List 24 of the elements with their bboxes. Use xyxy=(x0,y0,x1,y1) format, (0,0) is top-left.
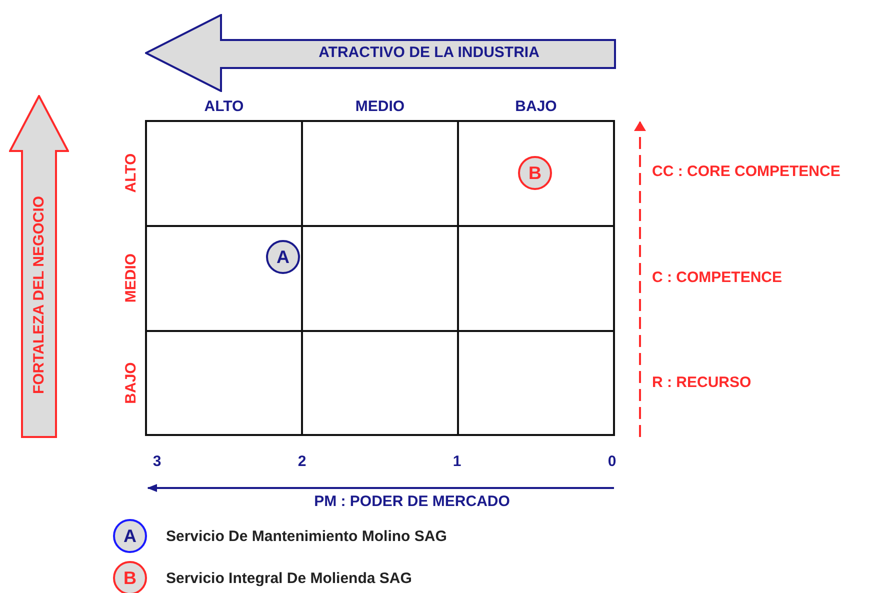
arrow-label: FORTALEZA DEL NEGOCIO xyxy=(30,195,48,394)
legend-text: Servicio De Mantenimiento Molino SAG xyxy=(166,528,447,545)
tick-label: 3 xyxy=(152,453,162,470)
marker-circle: A xyxy=(266,240,300,274)
legend-text: Servicio Integral De Molienda SAG xyxy=(166,570,412,587)
level-label: C : COMPETENCE xyxy=(652,269,782,286)
block-arrow xyxy=(9,95,69,438)
column-header: ALTO xyxy=(204,98,244,115)
axis-title: PM : PODER DE MERCADO xyxy=(314,493,510,510)
marker-circle: A xyxy=(113,519,147,553)
column-header: MEDIO xyxy=(355,98,405,115)
tick-label: 2 xyxy=(298,453,306,470)
marker-circle: B xyxy=(113,561,147,593)
column-header: BAJO xyxy=(515,98,557,115)
marker-circle: B xyxy=(518,156,552,190)
row-header: MEDIO xyxy=(122,253,140,303)
tick-label: 0 xyxy=(608,453,616,470)
level-label: CC : CORE COMPETENCE xyxy=(652,163,840,180)
block-arrow xyxy=(145,14,617,92)
arrow-label: ATRACTIVO DE LA INDUSTRIA xyxy=(318,44,540,61)
tick-label: 1 xyxy=(452,453,462,470)
level-label: R : RECURSO xyxy=(652,374,752,391)
row-header: ALTO xyxy=(122,153,140,193)
row-header: BAJO xyxy=(122,362,140,404)
